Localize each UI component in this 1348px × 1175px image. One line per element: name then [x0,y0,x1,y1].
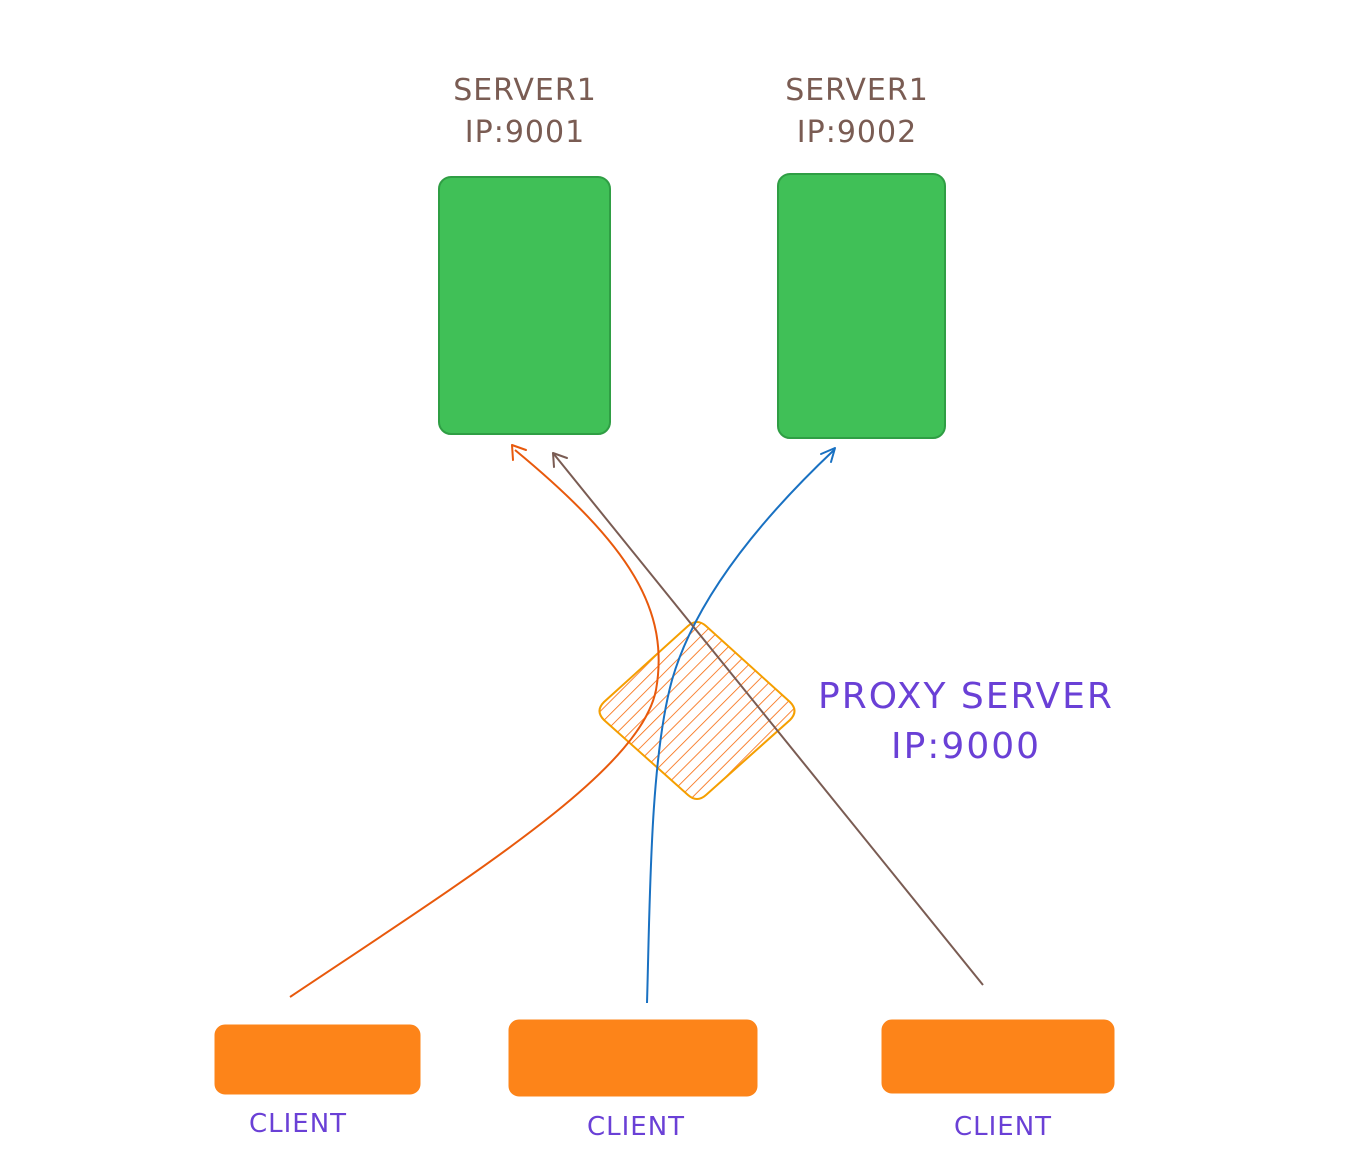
proxy-server-address: IP:9000 [890,726,1042,767]
arrow-client3-to-server1 [552,452,984,986]
proxy-server-diamond[interactable] [598,621,796,800]
server-label-1: SERVER1 IP:9001 [420,70,630,154]
arrow-client2-to-server2 [646,447,836,1004]
server-name-2: SERVER1 [785,73,929,108]
server-box-1[interactable] [438,176,611,435]
client-label-1: CLIENT [248,1109,348,1139]
client-label-2: CLIENT [586,1112,686,1142]
server-label-2: SERVER1 IP:9002 [752,70,962,154]
client-label-3: CLIENT [953,1112,1053,1142]
proxy-server-name: PROXY SERVER [818,676,1114,717]
proxy-server-label: PROXY SERVER IP:9000 [806,672,1126,772]
client-box-3[interactable] [881,1019,1115,1094]
client-box-1[interactable] [214,1024,421,1095]
server-name-1: SERVER1 [453,73,597,108]
server-address-2: IP:9002 [796,115,918,150]
server-box-2[interactable] [777,173,946,439]
client-box-2[interactable] [508,1019,758,1097]
arrow-client1-to-server1 [289,444,660,998]
server-address-1: IP:9001 [464,115,586,150]
